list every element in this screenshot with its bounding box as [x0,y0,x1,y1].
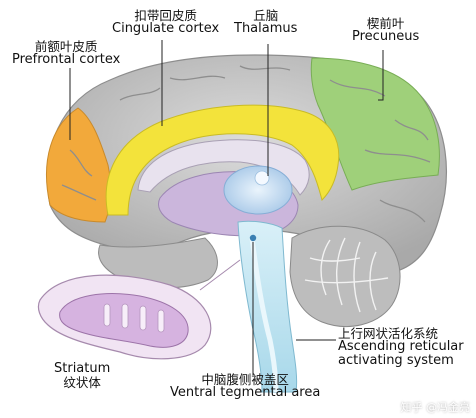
reticular-system-label: 上行网状活化系统 Ascending reticular activating … [338,327,464,367]
label-leader-lines [69,40,384,375]
striatum-label: Striatum 纹状体 [54,362,110,389]
cingulate-cortex-label-zh: 扣带回皮质 [134,8,197,23]
cingulate-cortex-region [105,104,340,216]
striatum-label-zh: 纹状体 [63,374,101,390]
watermark: 知乎 @冯金亮 [400,401,471,414]
vta-label-en: Ventral tegmental area [170,385,321,401]
vta-label-zh: 中脑腹侧被盖区 [201,372,289,387]
reticular-system-label-en1: Ascending reticular [338,339,464,355]
thalamus-label-zh: 丘脑 [253,8,279,23]
thalamus-label: 丘脑 Thalamus [234,9,297,36]
striatum-bridges [103,303,165,333]
prefrontal-cortex-label-zh: 前额叶皮质 [34,39,98,54]
cingulate-cortex-label: 扣带回皮质 Cingulate cortex [112,9,219,36]
vta-dot [249,234,257,242]
vta-label: 中脑腹侧被盖区 Ventral tegmental area [170,373,320,400]
brainstem-core [249,237,279,393]
thalamus-region [223,165,293,215]
prefrontal-cortex-label-en: Prefrontal cortex [12,52,121,68]
striatum-connector [199,259,241,291]
precuneus-region [310,57,440,191]
striatum-label-en: Striatum [54,361,111,376]
precuneus-label-en: Precuneus [352,29,420,45]
reticular-system-label-zh: 上行网状活化系统 [338,326,439,341]
temporal-lobe [98,237,218,289]
reticular-system-label-en2: activating system [338,352,454,368]
precuneus-label: 楔前叶 Precuneus [352,17,419,44]
prefrontal-cortex-region [46,107,112,223]
cerebellum-region [289,225,401,328]
thalamus-label-en: Thalamus [234,21,298,37]
cingulate-cortex-label-en: Cingulate cortex [112,21,220,37]
prefrontal-cortex-label: 前额叶皮质 Prefrontal cortex [12,40,120,67]
corpus-callosum [137,139,310,196]
cerebellum-foliage [304,237,389,313]
precuneus-label-zh: 楔前叶 [366,16,405,31]
brainstem-region [237,220,298,393]
